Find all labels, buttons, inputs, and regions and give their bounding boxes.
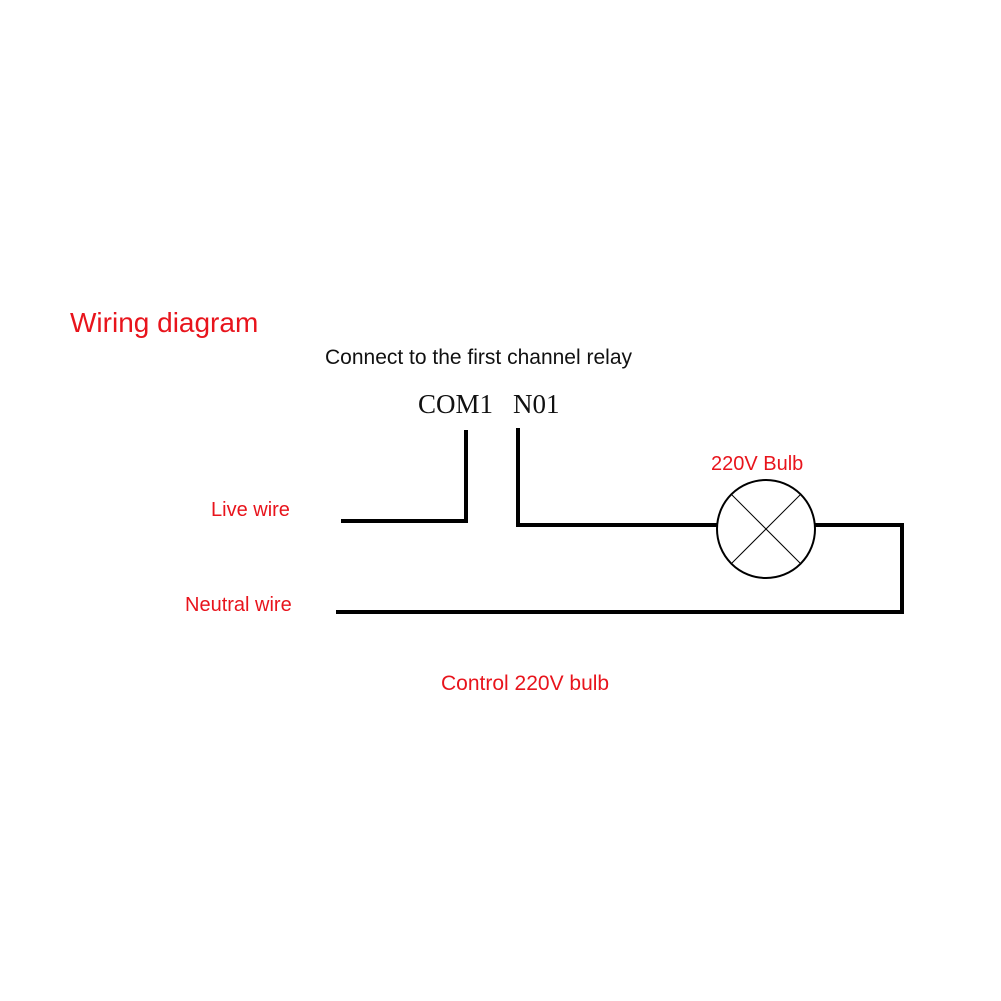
com1-terminal-label: COM1 bbox=[418, 389, 494, 419]
bulb-label: 220V Bulb bbox=[711, 453, 804, 475]
diagram-subtitle: Connect to the first channel relay bbox=[325, 346, 633, 369]
bulb-return-line bbox=[815, 523, 904, 612]
no1-terminal-label: N01 bbox=[513, 389, 560, 419]
no1-to-bulb-line bbox=[516, 428, 717, 527]
neutral-wire-label: Neutral wire bbox=[185, 594, 292, 616]
diagram-title: Wiring diagram bbox=[70, 307, 259, 338]
live-wire-line bbox=[341, 430, 468, 523]
diagram-caption: Control 220V bulb bbox=[441, 672, 610, 695]
live-wire-label: Live wire bbox=[211, 499, 290, 521]
bulb-icon bbox=[716, 479, 816, 579]
